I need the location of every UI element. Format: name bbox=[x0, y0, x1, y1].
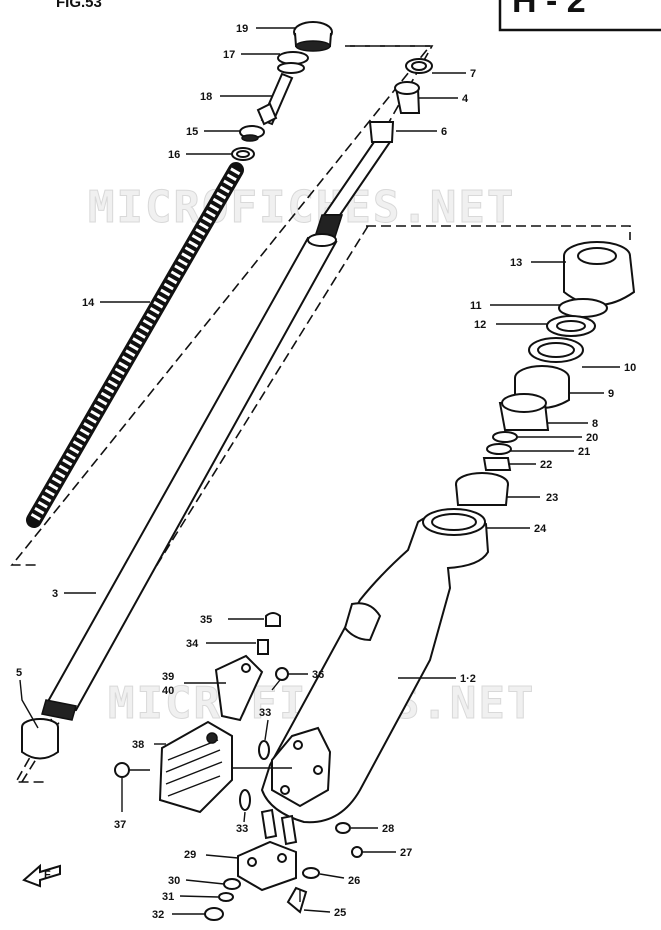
callout-24: 24 bbox=[534, 523, 547, 535]
section-code: H - 2 bbox=[512, 0, 586, 20]
part-30-washer bbox=[223, 878, 241, 890]
callout-33-upper: 33 bbox=[259, 707, 271, 719]
part-11-stopper-ring bbox=[558, 298, 608, 318]
callout-16: 16 bbox=[168, 149, 180, 161]
part-17-washer bbox=[277, 51, 309, 74]
part-18-spacer bbox=[256, 72, 294, 126]
part-12-oil-seal bbox=[546, 315, 596, 337]
part-8-guide-bush bbox=[498, 393, 550, 431]
part-32-nut bbox=[204, 907, 224, 921]
leader-lines bbox=[19, 27, 620, 915]
callout-1-2: 1·2 bbox=[460, 673, 476, 685]
callout-31: 31 bbox=[162, 891, 174, 903]
callout-32: 32 bbox=[152, 909, 164, 921]
callout-5: 5 bbox=[16, 667, 22, 679]
part-15-seat bbox=[239, 125, 265, 142]
part-19-cap-bolt bbox=[293, 21, 333, 52]
part-33a-o-ring bbox=[258, 740, 270, 760]
part-39-40-caliper-bracket bbox=[214, 654, 264, 722]
part-27-screw bbox=[351, 846, 363, 858]
callout-18: 18 bbox=[200, 91, 212, 103]
part-14-spring bbox=[26, 162, 244, 528]
callout-15: 15 bbox=[186, 126, 198, 138]
part-34-bleeder bbox=[257, 639, 269, 655]
part-4-piston-ring bbox=[394, 81, 421, 114]
part-23-bushing bbox=[455, 472, 509, 506]
part-6-damper-rod bbox=[312, 121, 395, 241]
part-26-washer bbox=[302, 867, 320, 879]
callout-13: 13 bbox=[510, 257, 522, 269]
part-33b-o-ring bbox=[239, 789, 251, 811]
callout-38: 38 bbox=[132, 739, 144, 751]
part-3-inner-tube bbox=[41, 233, 338, 721]
callout-35: 35 bbox=[200, 614, 212, 626]
part-20-ring bbox=[492, 431, 518, 443]
callout-29: 29 bbox=[184, 849, 196, 861]
callout-6: 6 bbox=[441, 126, 447, 138]
callout-7: 7 bbox=[470, 68, 476, 80]
part-37-bolt bbox=[114, 762, 150, 778]
callout-28: 28 bbox=[382, 823, 394, 835]
callout-4: 4 bbox=[462, 93, 469, 105]
callout-22: 22 bbox=[540, 459, 552, 471]
callout-3: 3 bbox=[52, 588, 58, 600]
callout-9: 9 bbox=[608, 388, 614, 400]
callout-39: 39 bbox=[162, 671, 174, 683]
callout-26: 26 bbox=[348, 875, 360, 887]
part-31-washer bbox=[218, 892, 234, 902]
spring-frame bbox=[10, 45, 432, 566]
part-35-cap bbox=[265, 612, 281, 627]
callout-37: 37 bbox=[114, 819, 126, 831]
front-arrow-icon: F bbox=[22, 863, 61, 888]
callout-20: 20 bbox=[586, 432, 598, 444]
part-21-ring bbox=[486, 443, 512, 455]
part-10-retainer bbox=[528, 337, 584, 363]
callout-40: 40 bbox=[162, 685, 174, 697]
watermark-top: MICROFICHES.NET bbox=[88, 182, 515, 233]
callout-12: 12 bbox=[474, 319, 486, 331]
callout-23: 23 bbox=[546, 492, 558, 504]
callout-25: 25 bbox=[334, 907, 346, 919]
callout-14: 14 bbox=[82, 297, 95, 309]
callout-36: 36 bbox=[312, 669, 324, 681]
part-28-washer bbox=[335, 822, 351, 834]
callout-17: 17 bbox=[223, 49, 235, 61]
part-25-nut bbox=[286, 886, 308, 914]
callout-33-lower: 33 bbox=[236, 823, 248, 835]
part-38-caliper bbox=[158, 720, 233, 814]
callout-34: 34 bbox=[186, 638, 199, 650]
callout-10: 10 bbox=[624, 362, 636, 374]
figure-title: FIG.53 bbox=[56, 0, 102, 11]
callout-labels: 19 17 18 15 16 14 3 5 7 4 6 13 11 12 10 … bbox=[16, 23, 636, 921]
callout-21: 21 bbox=[578, 446, 590, 458]
part-13-dust-seal bbox=[563, 241, 636, 306]
part-1-2-outer-tube bbox=[260, 508, 490, 846]
callout-11: 11 bbox=[470, 300, 482, 312]
callout-8: 8 bbox=[592, 418, 598, 430]
section-box: H - 2 bbox=[498, 0, 661, 32]
part-5-oil-lock bbox=[21, 718, 59, 760]
part-29-axle-holder bbox=[237, 840, 297, 892]
part-7-ring bbox=[405, 58, 433, 74]
part-16-ring bbox=[231, 147, 255, 161]
callout-27: 27 bbox=[400, 847, 412, 859]
front-arrow-label: F bbox=[44, 869, 51, 881]
callout-19: 19 bbox=[236, 23, 248, 35]
part-22-seat bbox=[482, 457, 512, 471]
callout-30: 30 bbox=[168, 875, 180, 887]
